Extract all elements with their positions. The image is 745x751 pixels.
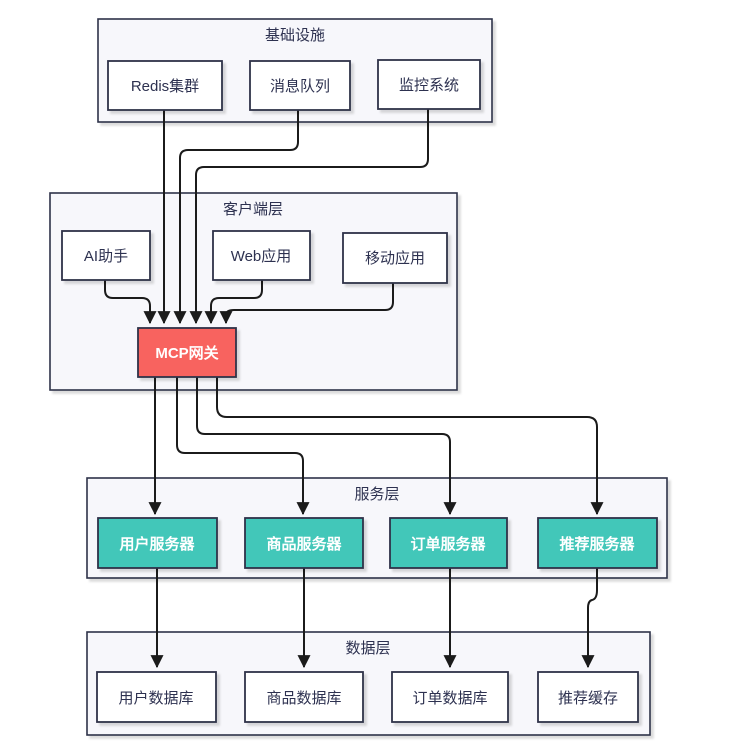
node-order-database: 订单数据库 [391,671,509,723]
node-user-server-box [97,517,218,569]
node-recommend-cache: 推荐缓存 [537,671,639,723]
node-web-app-label: Web应用 [231,247,292,265]
node-product-server-box [244,517,364,569]
node-web-app: Web应用 [212,230,311,281]
node-order-database-label: 订单数据库 [412,690,487,707]
node-monitor-system: 监控系统 [377,59,481,110]
node-ai-assistant: AI助手 [61,230,151,281]
node-web-app-box [212,230,311,281]
edges [104,109,604,669]
node-order-database-box [391,671,509,723]
node-recommend-server: 推荐服务器 [537,517,658,569]
node-mcp-gateway-box [137,327,237,378]
node-recommend-server-label: 推荐服务器 [559,535,635,553]
node-user-server-label: 用户服务器 [119,535,195,553]
node-product-database-box [244,671,364,723]
node-mcp-gateway: MCP网关 [137,327,237,378]
node-recommend-cache-box [537,671,639,723]
node-order-server-label: 订单服务器 [410,535,486,553]
node-product-server-label: 商品服务器 [266,535,342,553]
edge-web-to-mcp [204,280,263,325]
node-user-database-label: 用户数据库 [118,690,193,707]
node-monitor-system-box [377,59,481,110]
container-service-title: 服务层 [354,486,399,503]
node-monitor-system-label: 监控系统 [399,77,459,94]
node-message-queue-label: 消息队列 [270,78,330,95]
container-client-box [49,192,458,391]
node-recommend-cache-label: 推荐缓存 [558,690,618,707]
node-mobile-app: 移动应用 [342,232,448,284]
container-client: 客户端层 [49,192,458,391]
node-mcp-gateway-label: MCP网关 [155,344,218,362]
node-order-server-box [389,517,508,569]
edge-monitor-to-mcp [189,109,429,325]
node-user-database-box [96,671,217,723]
edge-ai-to-mcp [104,280,157,325]
node-product-database-label: 商品数据库 [266,690,341,707]
edge-mcp-to-order-srv [196,377,457,516]
container-infrastructure-title: 基础设施 [265,27,325,44]
container-client-title: 客户端层 [223,201,283,218]
node-product-database: 商品数据库 [244,671,364,723]
node-ai-assistant-label: AI助手 [84,248,128,265]
node-message-queue-box [249,60,351,111]
node-user-database: 用户数据库 [96,671,217,723]
node-redis-cluster-box [107,60,223,111]
edge-mq-to-mcp [173,110,299,325]
node-mobile-app-label: 移动应用 [365,249,425,267]
node-product-server: 商品服务器 [244,517,364,569]
edge-mcp-to-product-srv [176,377,310,516]
node-order-server: 订单服务器 [389,517,508,569]
edge-mcp-to-rec-srv [216,377,604,516]
edge-mobile-to-mcp [219,283,394,325]
node-redis-cluster: Redis集群 [107,60,223,111]
node-mobile-app-box [342,232,448,284]
container-data-title: 数据层 [345,640,390,657]
node-redis-cluster-label: Redis集群 [131,78,199,95]
node-user-server: 用户服务器 [97,517,218,569]
node-recommend-server-box [537,517,658,569]
edge-rec-srv-to-rec-cache [581,568,598,669]
node-message-queue: 消息队列 [249,60,351,111]
node-ai-assistant-box [61,230,151,281]
